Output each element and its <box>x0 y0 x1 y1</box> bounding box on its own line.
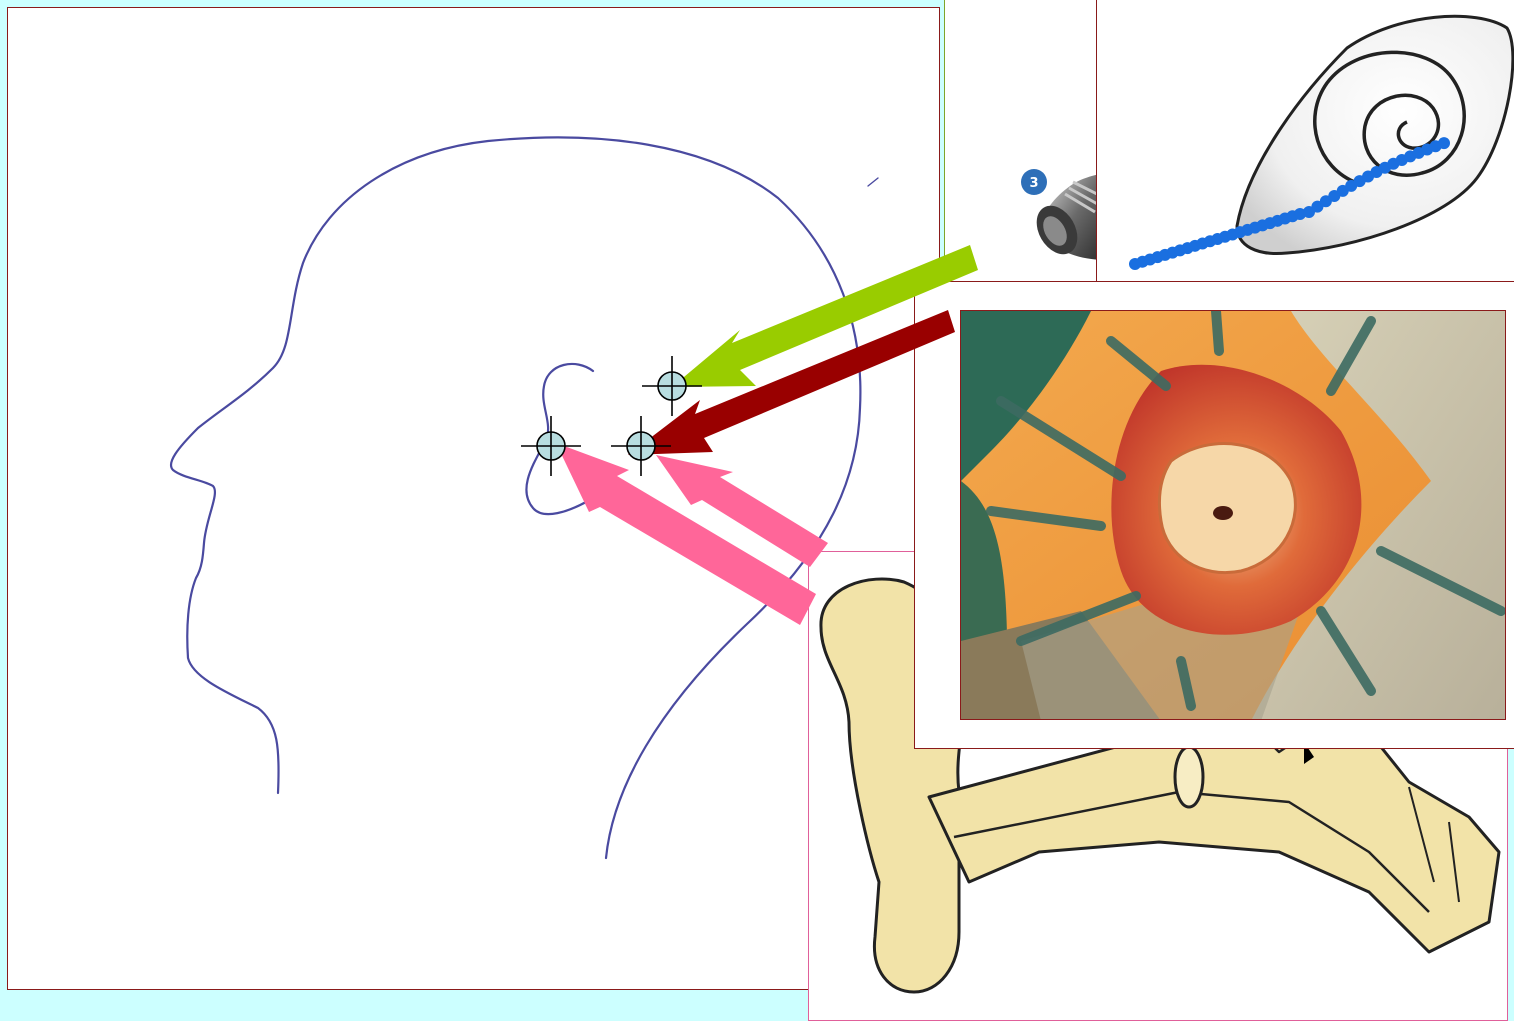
head-profile-outline <box>8 8 940 990</box>
cochlea-electrode-panel <box>1096 0 1514 290</box>
receiver-stimulator-icon: 3 <box>945 0 1104 284</box>
surgical-site-illustration <box>961 311 1506 720</box>
surgery-photo-frame <box>914 281 1514 749</box>
implant-panel: 3 <box>944 0 1104 284</box>
cochlea-electrode-illustration <box>1097 0 1514 290</box>
surgical-site-photo <box>960 310 1506 720</box>
badge-number: 3 <box>1029 176 1038 191</box>
electrode-contact <box>1438 137 1450 149</box>
head-diagram-panel <box>7 7 940 990</box>
